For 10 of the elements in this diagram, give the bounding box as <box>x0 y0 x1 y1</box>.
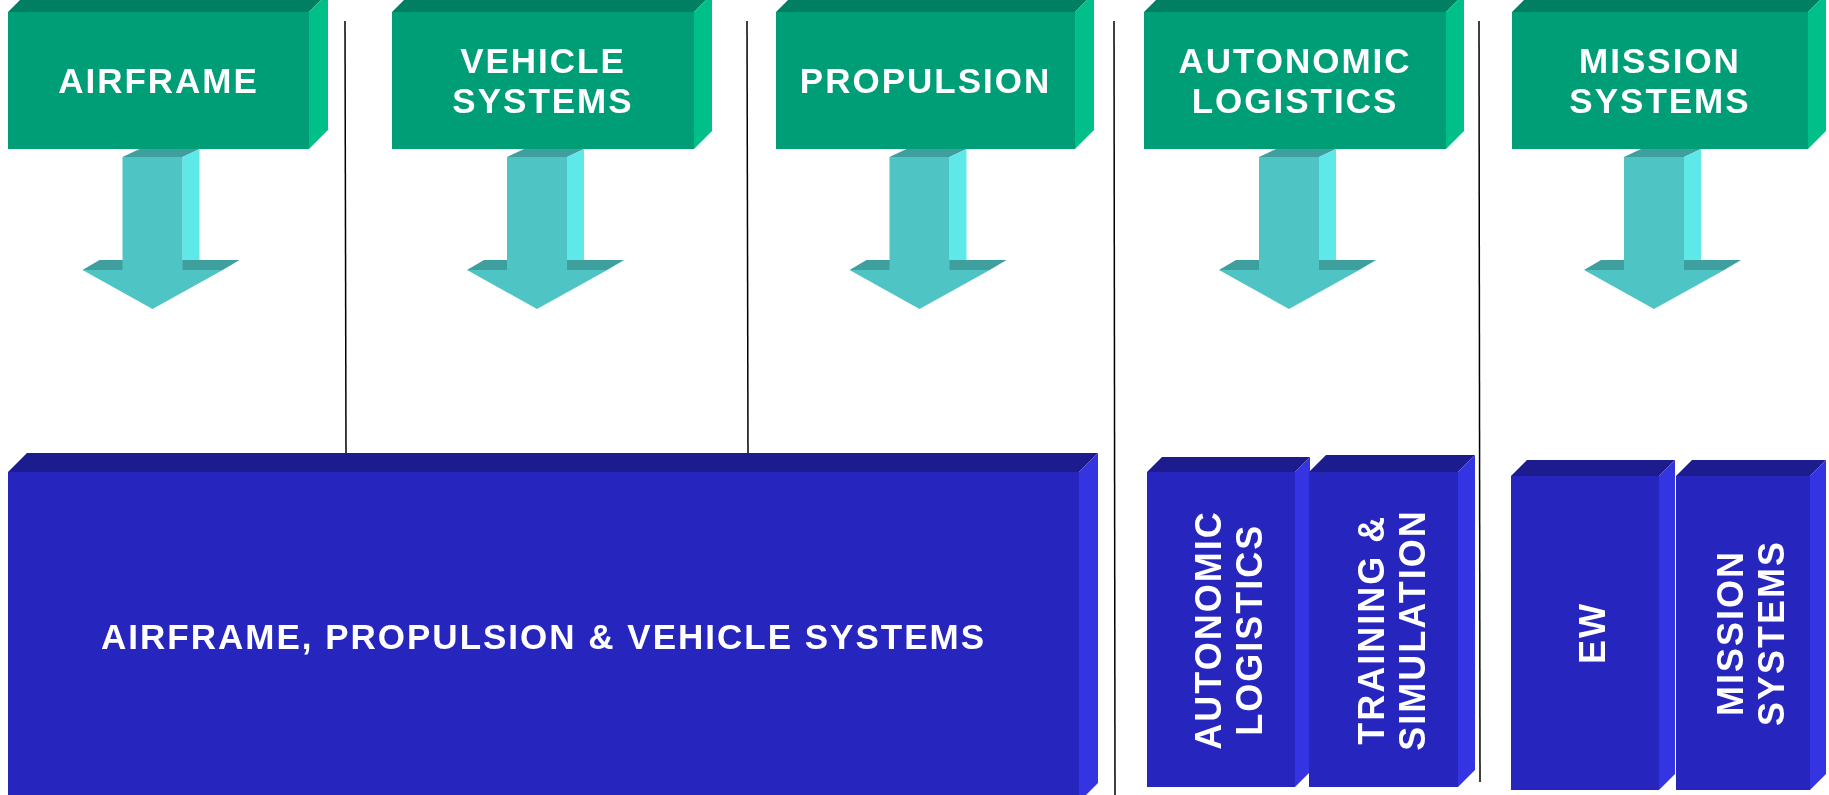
box-label: TRAINING & SIMULATION <box>1350 508 1434 751</box>
box-label: AIRFRAME <box>57 60 260 101</box>
box-label: EW <box>1572 602 1614 664</box>
box-label: MISSION SYSTEMS <box>1568 40 1752 121</box>
box-label: VEHICLE SYSTEMS <box>451 40 635 121</box>
box-label: AUTONOMIC LOGISTICS <box>1177 40 1413 121</box>
box-label: AIRFRAME, PROPULSION & VEHICLE SYSTEMS <box>100 616 987 658</box>
box-label: PROPULSION <box>798 60 1053 101</box>
box-label: MISSION SYSTEMS <box>1709 540 1793 726</box>
box-label: AUTONOMIC LOGISTICS <box>1187 509 1270 750</box>
